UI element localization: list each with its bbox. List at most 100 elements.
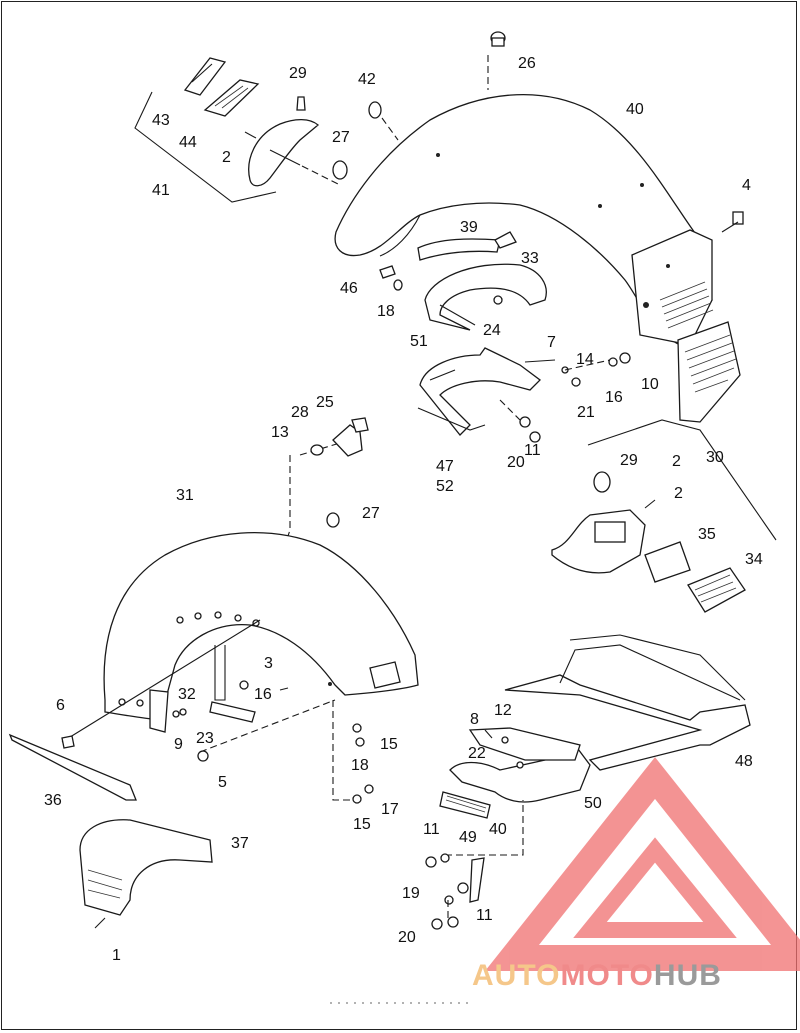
callout-c11a: 11 <box>524 442 541 459</box>
callout-c28: 28 <box>291 404 309 421</box>
trim-strip-36 <box>8 733 137 801</box>
callout-c35: 35 <box>698 526 716 543</box>
pad-40 <box>439 791 491 819</box>
nut-20-top <box>529 431 541 443</box>
callout-c21: 21 <box>577 404 595 421</box>
callout-c44: 44 <box>179 134 197 151</box>
callout-c23: 23 <box>196 730 214 747</box>
callout-c2c: 2 <box>672 453 681 470</box>
callout-c22: 22 <box>468 745 486 762</box>
grommet-42 <box>368 101 382 119</box>
callout-c49: 49 <box>459 829 477 846</box>
callout-c2a: 2 <box>222 149 231 166</box>
callout-c11c: 11 <box>476 907 493 924</box>
callout-c39: 39 <box>460 219 478 236</box>
washer-11-top <box>519 416 531 428</box>
callout-c15a: 15 <box>380 736 398 753</box>
callout-c42: 42 <box>358 71 376 88</box>
dash-31 <box>284 455 291 546</box>
callout-c24: 24 <box>483 322 501 339</box>
fender-tip-37 <box>79 819 213 916</box>
grommet-27-mid <box>326 512 340 528</box>
nut-19-top <box>440 853 450 863</box>
washer-15 <box>352 723 362 733</box>
nut-18-front <box>355 737 365 747</box>
watermark-moto: MOTO <box>560 959 653 992</box>
callout-c19: 19 <box>402 885 420 902</box>
callout-c3: 3 <box>264 655 273 672</box>
callout-c4: 4 <box>742 177 751 194</box>
callout-c34: 34 <box>745 551 763 568</box>
callout-c7: 7 <box>547 334 556 351</box>
callout-c29a: 29 <box>289 65 307 82</box>
clip-33 <box>494 231 517 249</box>
nut-20 <box>431 918 443 930</box>
nut-18-top <box>393 279 403 291</box>
callout-c46: 46 <box>340 280 358 297</box>
shim-39 <box>417 238 501 261</box>
lamp-housing-41 <box>244 118 320 187</box>
bulb-29 <box>593 471 611 493</box>
callout-c16b: 16 <box>605 389 623 406</box>
strap-49 <box>469 857 485 903</box>
watermark-hub: HUB <box>654 959 722 992</box>
callout-c37: 37 <box>231 835 249 852</box>
support-bracket-47 <box>417 347 541 436</box>
callout-c29b: 29 <box>620 452 638 469</box>
group-bracket-30 <box>587 419 777 541</box>
callout-c8: 8 <box>470 711 479 728</box>
bracket-28 <box>332 417 369 457</box>
callout-c18b: 18 <box>351 757 369 774</box>
callout-c31: 31 <box>176 487 194 504</box>
plug-26 <box>490 31 506 47</box>
callout-c20a: 20 <box>507 454 525 471</box>
nut-22 <box>516 761 524 769</box>
washer-9 <box>172 710 180 718</box>
callout-c50: 50 <box>584 795 602 812</box>
watermark-auto: AUTO <box>472 959 560 992</box>
screw-5 <box>197 750 209 762</box>
tail-lamp-base <box>551 509 646 574</box>
callout-c13: 13 <box>271 424 289 441</box>
callout-c33: 33 <box>521 250 539 267</box>
nut-21 <box>571 377 581 387</box>
callout-c52: 52 <box>436 478 454 495</box>
callout-c40b: 40 <box>489 821 507 838</box>
washer-10 <box>619 352 631 364</box>
screw-8 <box>484 729 493 739</box>
callout-c36: 36 <box>44 792 62 809</box>
nut-12 <box>501 736 509 744</box>
plug-46 <box>379 265 396 279</box>
watermark-text: AUTOMOTOHUB <box>472 959 722 992</box>
rear-fender <box>334 93 741 423</box>
washer-11-low <box>447 916 459 928</box>
group-bracket-41 <box>134 91 277 203</box>
bolt-3 <box>279 687 289 691</box>
marker-lens-43 <box>183 57 227 96</box>
nut-19 <box>444 895 454 905</box>
callout-c6: 6 <box>56 697 65 714</box>
callout-c20b: 20 <box>398 929 416 946</box>
screw-6 <box>61 735 75 749</box>
rack-base-50 <box>449 727 591 803</box>
nut-23 <box>179 708 187 716</box>
nut-17 <box>364 784 374 794</box>
callout-c10: 10 <box>641 376 659 393</box>
screw-2 <box>644 499 656 509</box>
bulb-29-top <box>296 96 306 111</box>
callout-c41: 41 <box>152 182 170 199</box>
callout-c40a: 40 <box>626 101 644 118</box>
callout-c25: 25 <box>316 394 334 411</box>
callout-c27a: 27 <box>332 129 350 146</box>
callout-c11b: 11 <box>423 821 440 838</box>
callout-c17: 17 <box>381 801 399 818</box>
nut-16-top <box>608 357 618 367</box>
callout-c48: 48 <box>735 753 753 770</box>
callout-c14: 14 <box>576 351 594 368</box>
callout-c5: 5 <box>218 774 227 791</box>
callout-c18a: 18 <box>377 303 395 320</box>
lens-34 <box>687 567 746 613</box>
callout-c43: 43 <box>152 112 170 129</box>
